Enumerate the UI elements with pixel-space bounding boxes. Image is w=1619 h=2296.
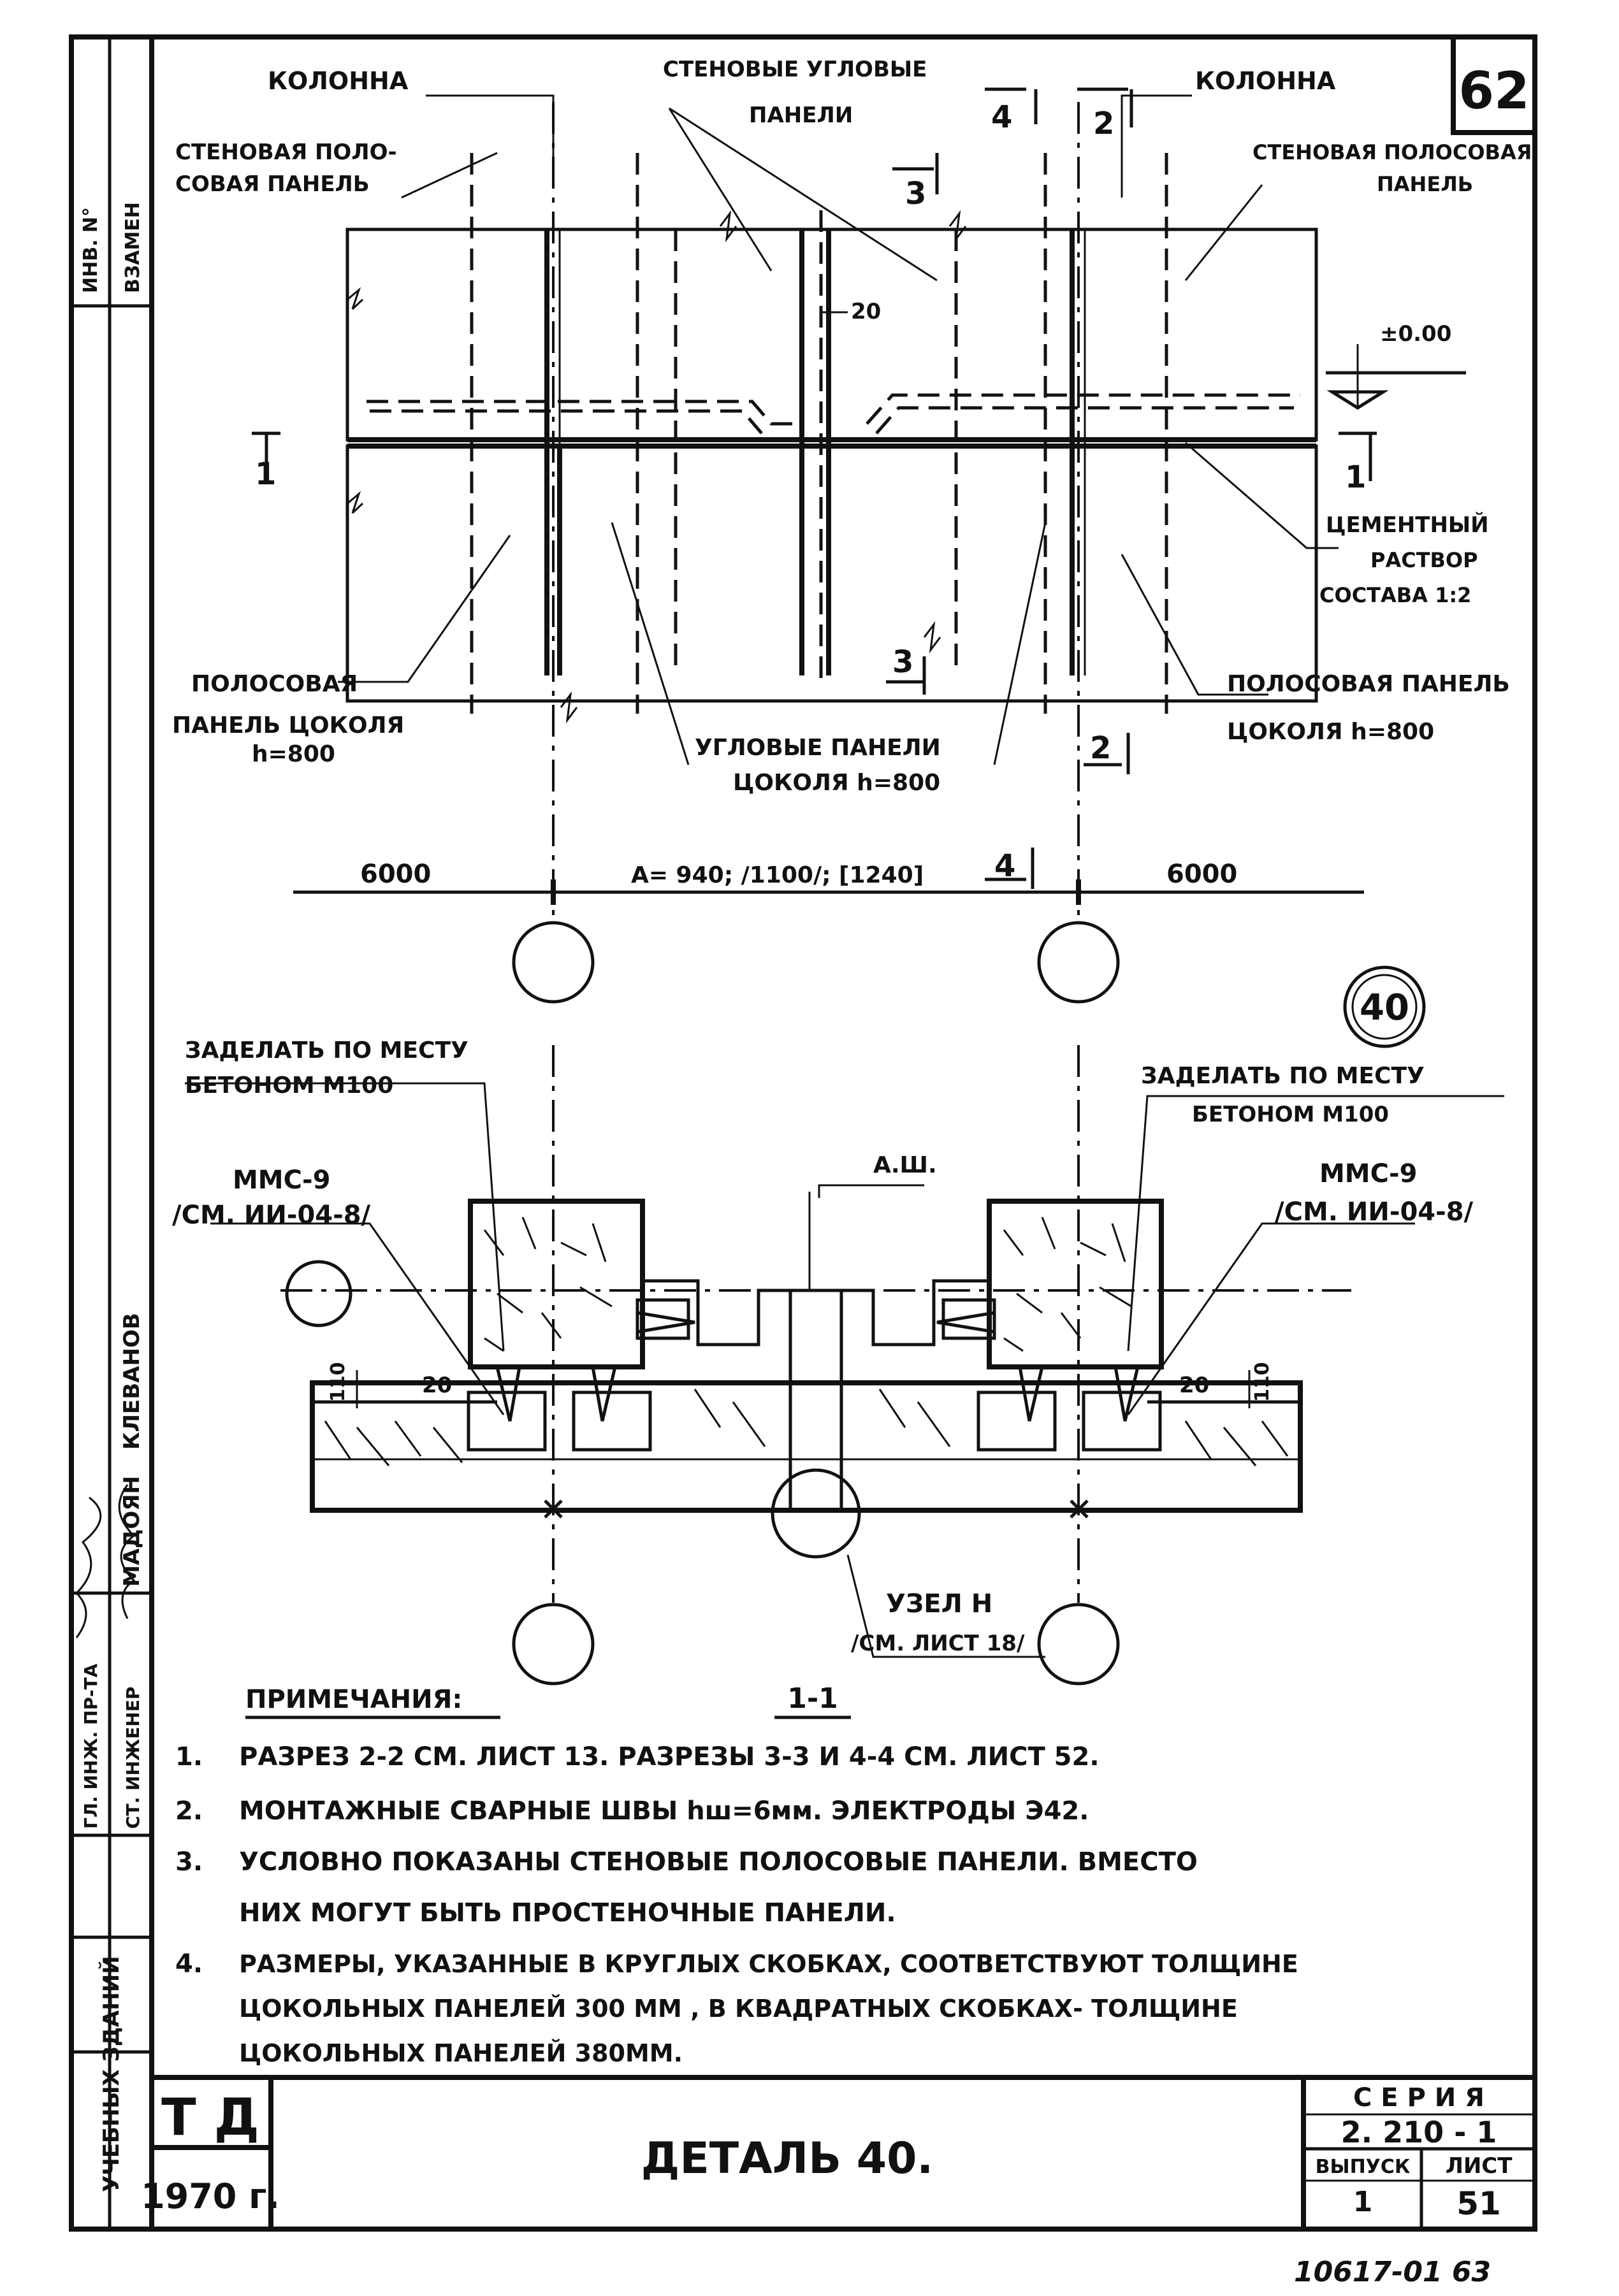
note-1-text: РАЗРЕЗ 2-2 СМ. ЛИСТ 13. РАЗРЕЗЫ 3-3 И 4-… [239, 1742, 1100, 1772]
corner-plinth-panels-2: ЦОКОЛЯ h=800 [733, 770, 940, 796]
section-mark-1-left: 1 [255, 456, 276, 492]
uzel-h-1: УЗЕЛ Н [886, 1589, 992, 1619]
dim-a-center: A= 940; /1100/; [1240] [631, 862, 924, 888]
uzel-h-2: /СМ. ЛИСТ 18/ [851, 1631, 1025, 1656]
cement-mortar-3: СОСТАВА 1:2 [1319, 583, 1471, 607]
stamp-vzamen: ВЗАМЕН [122, 202, 144, 293]
cement-mortar-2: РАСТВОР [1370, 548, 1478, 572]
section-1-1 [185, 965, 1504, 1719]
note-2-number: 2. [175, 1796, 203, 1826]
mmc-left-1: ММС-9 [233, 1166, 330, 1195]
side-stamp: ИНВ. N° ВЗАМЕН КЛЕВАНОВ МАДОЯН ГЛ. ИНЖ. … [75, 202, 145, 2192]
ash-label: А.Ш. [873, 1152, 937, 1178]
title-block [152, 2075, 1535, 2229]
note-3-text-a: УСЛОВНО ПОКАЗАНЫ СТЕНОВЫЕ ПОЛОСОВЫЕ ПАНЕ… [239, 1847, 1198, 1877]
dim-110-left: 110 [327, 1362, 349, 1402]
notes-title: ПРИМЕЧАНИЯ: [245, 1685, 462, 1714]
dim-20-right: 20 [1179, 1373, 1209, 1398]
notes: ПРИМЕЧАНИЯ: 1. РАЗРЕЗ 2-2 СМ. ЛИСТ 13. Р… [175, 1685, 1298, 2067]
stamp-uchebnyh: УЧЕБНЫХ ЗДАНИЙ [98, 1956, 124, 2192]
section-mark-4-bottom: 4 [994, 848, 1015, 884]
stamp-gl-inzh: ГЛ. ИНЖ. ПР-ТА [80, 1663, 101, 1829]
section-1-1-label: 1-1 [787, 1682, 838, 1715]
section-labels: 40 ЗАДЕЛАТЬ ПО МЕСТУ БЕТОНОМ М100 ЗАДЕЛА… [172, 987, 1474, 1715]
mmc-left-2: /СМ. ИИ-04-8/ [172, 1201, 371, 1230]
wall-strip-panel-left-2: СОВАЯ ПАНЕЛЬ [175, 171, 370, 197]
kolonna-right-label: КОЛОННА [1195, 67, 1336, 95]
sheet-number-box [1451, 34, 1537, 135]
dim-110-right: 110 [1251, 1362, 1274, 1402]
drawing-title: ДЕТАЛЬ 40. [641, 2134, 933, 2184]
section-mark-2-top: 2 [1093, 106, 1114, 141]
archive-number: 10617-01 63 [1294, 2256, 1491, 2288]
seriya-value: 2. 210 - 1 [1341, 2115, 1497, 2149]
section-mark-3-bottom: 3 [892, 644, 913, 680]
corner-wall-panels-label-2: ПАНЕЛИ [749, 103, 853, 128]
note-4-number: 4. [175, 1949, 203, 1979]
section-mark-1-right: 1 [1345, 459, 1366, 495]
wall-strip-panel-left-1: СТЕНОВАЯ ПОЛО- [175, 140, 397, 165]
plinth-strip-panel-right-2: ЦОКОЛЯ h=800 [1227, 719, 1434, 745]
section-mark-2-bottom: 2 [1090, 730, 1111, 766]
dim-6000-left: 6000 [360, 860, 431, 889]
plan-labels: КОЛОННА КОЛОННА СТЕНОВЫЕ УГЛОВЫЕ ПАНЕЛИ … [172, 57, 1532, 889]
list-label: ЛИСТ [1446, 2153, 1513, 2179]
section-mark-4-top: 4 [991, 99, 1012, 135]
seriya-label: С Е Р И Я [1353, 2083, 1485, 2112]
dim-6000-right: 6000 [1166, 860, 1237, 889]
signature-2 [75, 1496, 102, 1638]
mmc-right-1: ММС-9 [1319, 1159, 1417, 1188]
dim-20-plan: 20 [851, 299, 881, 324]
note-4-text-b: ЦОКОЛЬНЫХ ПАНЕЛЕЙ 300 ММ , В КВАДРАТНЫХ … [239, 1995, 1238, 2023]
td-mark: Т Д [161, 2088, 259, 2147]
title-block-texts: Т Д 1970 г. ДЕТАЛЬ 40. С Е Р И Я 2. 210 … [141, 2083, 1513, 2222]
note-1-number: 1. [175, 1742, 203, 1772]
plinth-strip-panel-left-3: h=800 [252, 741, 335, 767]
kolonna-left-label: КОЛОННА [268, 67, 409, 95]
year: 1970 г. [141, 2176, 280, 2216]
stamp-inv-no: ИНВ. N° [80, 207, 102, 293]
level-mark: ±0.00 [1380, 321, 1451, 347]
corner-plinth-panels-1: УГЛОВЫЕ ПАНЕЛИ [695, 735, 941, 761]
section-mark-3-top: 3 [905, 176, 926, 212]
plinth-strip-panel-right-1: ПОЛОСОВАЯ ПАНЕЛЬ [1227, 671, 1510, 697]
zadelat-left-1: ЗАДЕЛАТЬ ПО МЕСТУ [185, 1037, 468, 1064]
note-4-text-c: ЦОКОЛЬНЫХ ПАНЕЛЕЙ 380ММ. [239, 2039, 683, 2067]
mmc-right-2: /СМ. ИИ-04-8/ [1275, 1197, 1474, 1227]
note-3-number: 3. [175, 1847, 203, 1877]
stamp-st-inzh: СТ. ИНЖЕНЕР [122, 1687, 143, 1829]
list-value: 51 [1456, 2185, 1501, 2222]
sheet-number: 62 [1458, 61, 1529, 120]
zadelat-left-2: БЕТОНОМ М100 [185, 1072, 393, 1099]
note-4-text-a: РАЗМЕРЫ, УКАЗАННЫЕ В КРУГЛЫХ СКОБКАХ, СО… [239, 1950, 1298, 1978]
vypusk-label: ВЫПУСК [1316, 2156, 1411, 2178]
note-3-text-b: НИХ МОГУТ БЫТЬ ПРОСТЕНОЧНЫЕ ПАНЕЛИ. [239, 1898, 896, 1928]
wall-strip-panel-right-1: СТЕНОВАЯ ПОЛОСОВАЯ [1252, 140, 1532, 164]
vypusk-value: 1 [1353, 2186, 1373, 2218]
zadelat-right-1: ЗАДЕЛАТЬ ПО МЕСТУ [1141, 1063, 1425, 1089]
plan-view [252, 87, 1466, 1004]
note-2-text: МОНТАЖНЫЕ СВАРНЫЕ ШВЫ hш=6мм. ЭЛЕКТРОДЫ … [239, 1796, 1089, 1826]
zadelat-right-2: БЕТОНОМ М100 [1192, 1102, 1389, 1127]
wall-strip-panel-right-2: ПАНЕЛЬ [1377, 172, 1473, 196]
cement-mortar-1: ЦЕМЕНТНЫЙ [1326, 512, 1489, 538]
plinth-strip-panel-left-1: ПОЛОСОВАЯ [191, 671, 358, 697]
stamp-klevanov: КЛЕВАНОВ [119, 1313, 145, 1450]
dim-20-left: 20 [422, 1373, 452, 1398]
sheet-frame [69, 34, 1537, 2232]
signature-1 [118, 1484, 136, 1619]
plinth-strip-panel-left-2: ПАНЕЛЬ ЦОКОЛЯ [172, 712, 404, 739]
detail-number-40: 40 [1360, 987, 1409, 1029]
corner-wall-panels-label: СТЕНОВЫЕ УГЛОВЫЕ [663, 57, 927, 82]
